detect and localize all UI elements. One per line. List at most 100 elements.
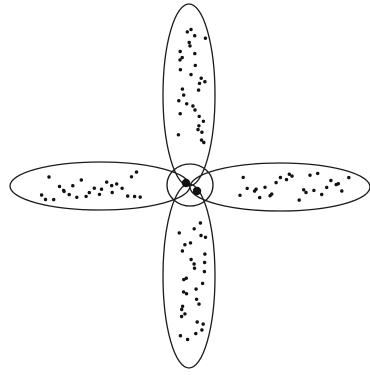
bottom-dot <box>204 236 207 239</box>
left-dot <box>62 190 65 193</box>
right-dot <box>285 178 288 181</box>
bottom-dot <box>183 312 186 315</box>
left-dot <box>80 178 83 181</box>
top-dot <box>182 93 185 96</box>
top-dot <box>177 99 180 102</box>
top-dot <box>181 87 184 90</box>
right-dot <box>238 194 241 197</box>
left-dot <box>75 196 78 199</box>
top-dot <box>178 58 181 61</box>
right-dot <box>263 186 266 189</box>
left-dot <box>52 198 55 201</box>
right-dot <box>258 196 261 199</box>
bottom-dot <box>178 231 181 234</box>
top-dot <box>188 41 191 44</box>
top-dot <box>204 37 207 40</box>
bottom-dot <box>189 241 192 244</box>
left-dot <box>68 193 71 196</box>
top-dot <box>179 68 182 71</box>
bottom-dot <box>203 270 206 273</box>
top-dot <box>203 80 206 83</box>
top-dot <box>197 88 200 91</box>
right-dot <box>290 174 293 177</box>
left-dot <box>120 187 123 190</box>
right-dot <box>242 176 245 179</box>
top-dot <box>193 52 196 55</box>
bottom-dot <box>185 292 188 295</box>
bottom-dot <box>202 322 205 325</box>
left-dot <box>111 191 114 194</box>
bottom-dot <box>194 332 197 335</box>
top-dot <box>202 120 205 123</box>
top-dot <box>193 34 196 37</box>
top-dot <box>189 28 192 31</box>
bottom-dot <box>182 278 185 281</box>
bottom-dot <box>199 234 202 237</box>
bottom-dot <box>193 267 196 270</box>
right-dot <box>304 191 307 194</box>
bottom-dot <box>186 338 189 341</box>
left-dot <box>130 175 133 178</box>
left-dot <box>135 170 138 173</box>
left-dot <box>139 195 142 198</box>
bottom-dot <box>197 302 200 305</box>
bottom-dot <box>203 252 206 255</box>
top-dot <box>196 128 199 131</box>
bottom-dot <box>182 290 185 293</box>
bottom-dot <box>200 328 203 331</box>
top-dot <box>197 124 200 127</box>
right-dot <box>298 198 301 201</box>
top-dot <box>185 102 188 105</box>
right-dot <box>329 179 332 182</box>
left-petal-ellipse <box>10 162 190 210</box>
bottom-dot <box>196 320 199 323</box>
bottom-dot <box>203 261 206 264</box>
bottom-dot <box>193 227 196 230</box>
bottom-dot <box>180 308 183 311</box>
bottom-dot <box>189 258 192 261</box>
left-dot <box>110 184 113 187</box>
left-dot <box>88 191 91 194</box>
bottom-dot <box>192 262 195 265</box>
left-dot <box>58 185 61 188</box>
top-dot <box>189 73 192 76</box>
top-petal-ellipse <box>163 4 215 186</box>
left-dot <box>105 180 108 183</box>
right-dot <box>320 193 323 196</box>
bottom-dot <box>199 221 202 224</box>
right-dot <box>325 186 328 189</box>
bottom-dot <box>195 298 198 301</box>
left-dot <box>40 193 43 196</box>
top-dot <box>193 108 196 111</box>
bottom-dot <box>179 334 182 337</box>
left-dot <box>44 198 47 201</box>
top-dot <box>194 64 197 67</box>
right-dot <box>337 182 340 185</box>
top-dot <box>179 50 182 53</box>
top-dot <box>198 82 201 85</box>
right-dot <box>312 189 315 192</box>
right-dot <box>246 187 249 190</box>
top-dot <box>200 77 203 80</box>
right-dot <box>302 188 305 191</box>
bottom-dot <box>181 249 184 252</box>
right-dot <box>279 176 282 179</box>
left-dot <box>126 194 129 197</box>
left-dot <box>93 187 96 190</box>
top-dot <box>188 44 191 47</box>
left-dot <box>84 195 87 198</box>
left-dot <box>98 193 101 196</box>
top-dot <box>191 104 194 107</box>
top-dot <box>179 112 182 115</box>
top-dot <box>200 131 203 134</box>
right-petal-ellipse <box>190 163 370 211</box>
bottom-dot <box>180 315 183 318</box>
right-dot <box>270 192 273 195</box>
left-dot <box>47 175 50 178</box>
right-dot <box>274 181 277 184</box>
right-dot <box>254 188 257 191</box>
right-dot <box>340 189 343 192</box>
bottom-dot <box>201 282 204 285</box>
center-dot <box>182 179 190 187</box>
